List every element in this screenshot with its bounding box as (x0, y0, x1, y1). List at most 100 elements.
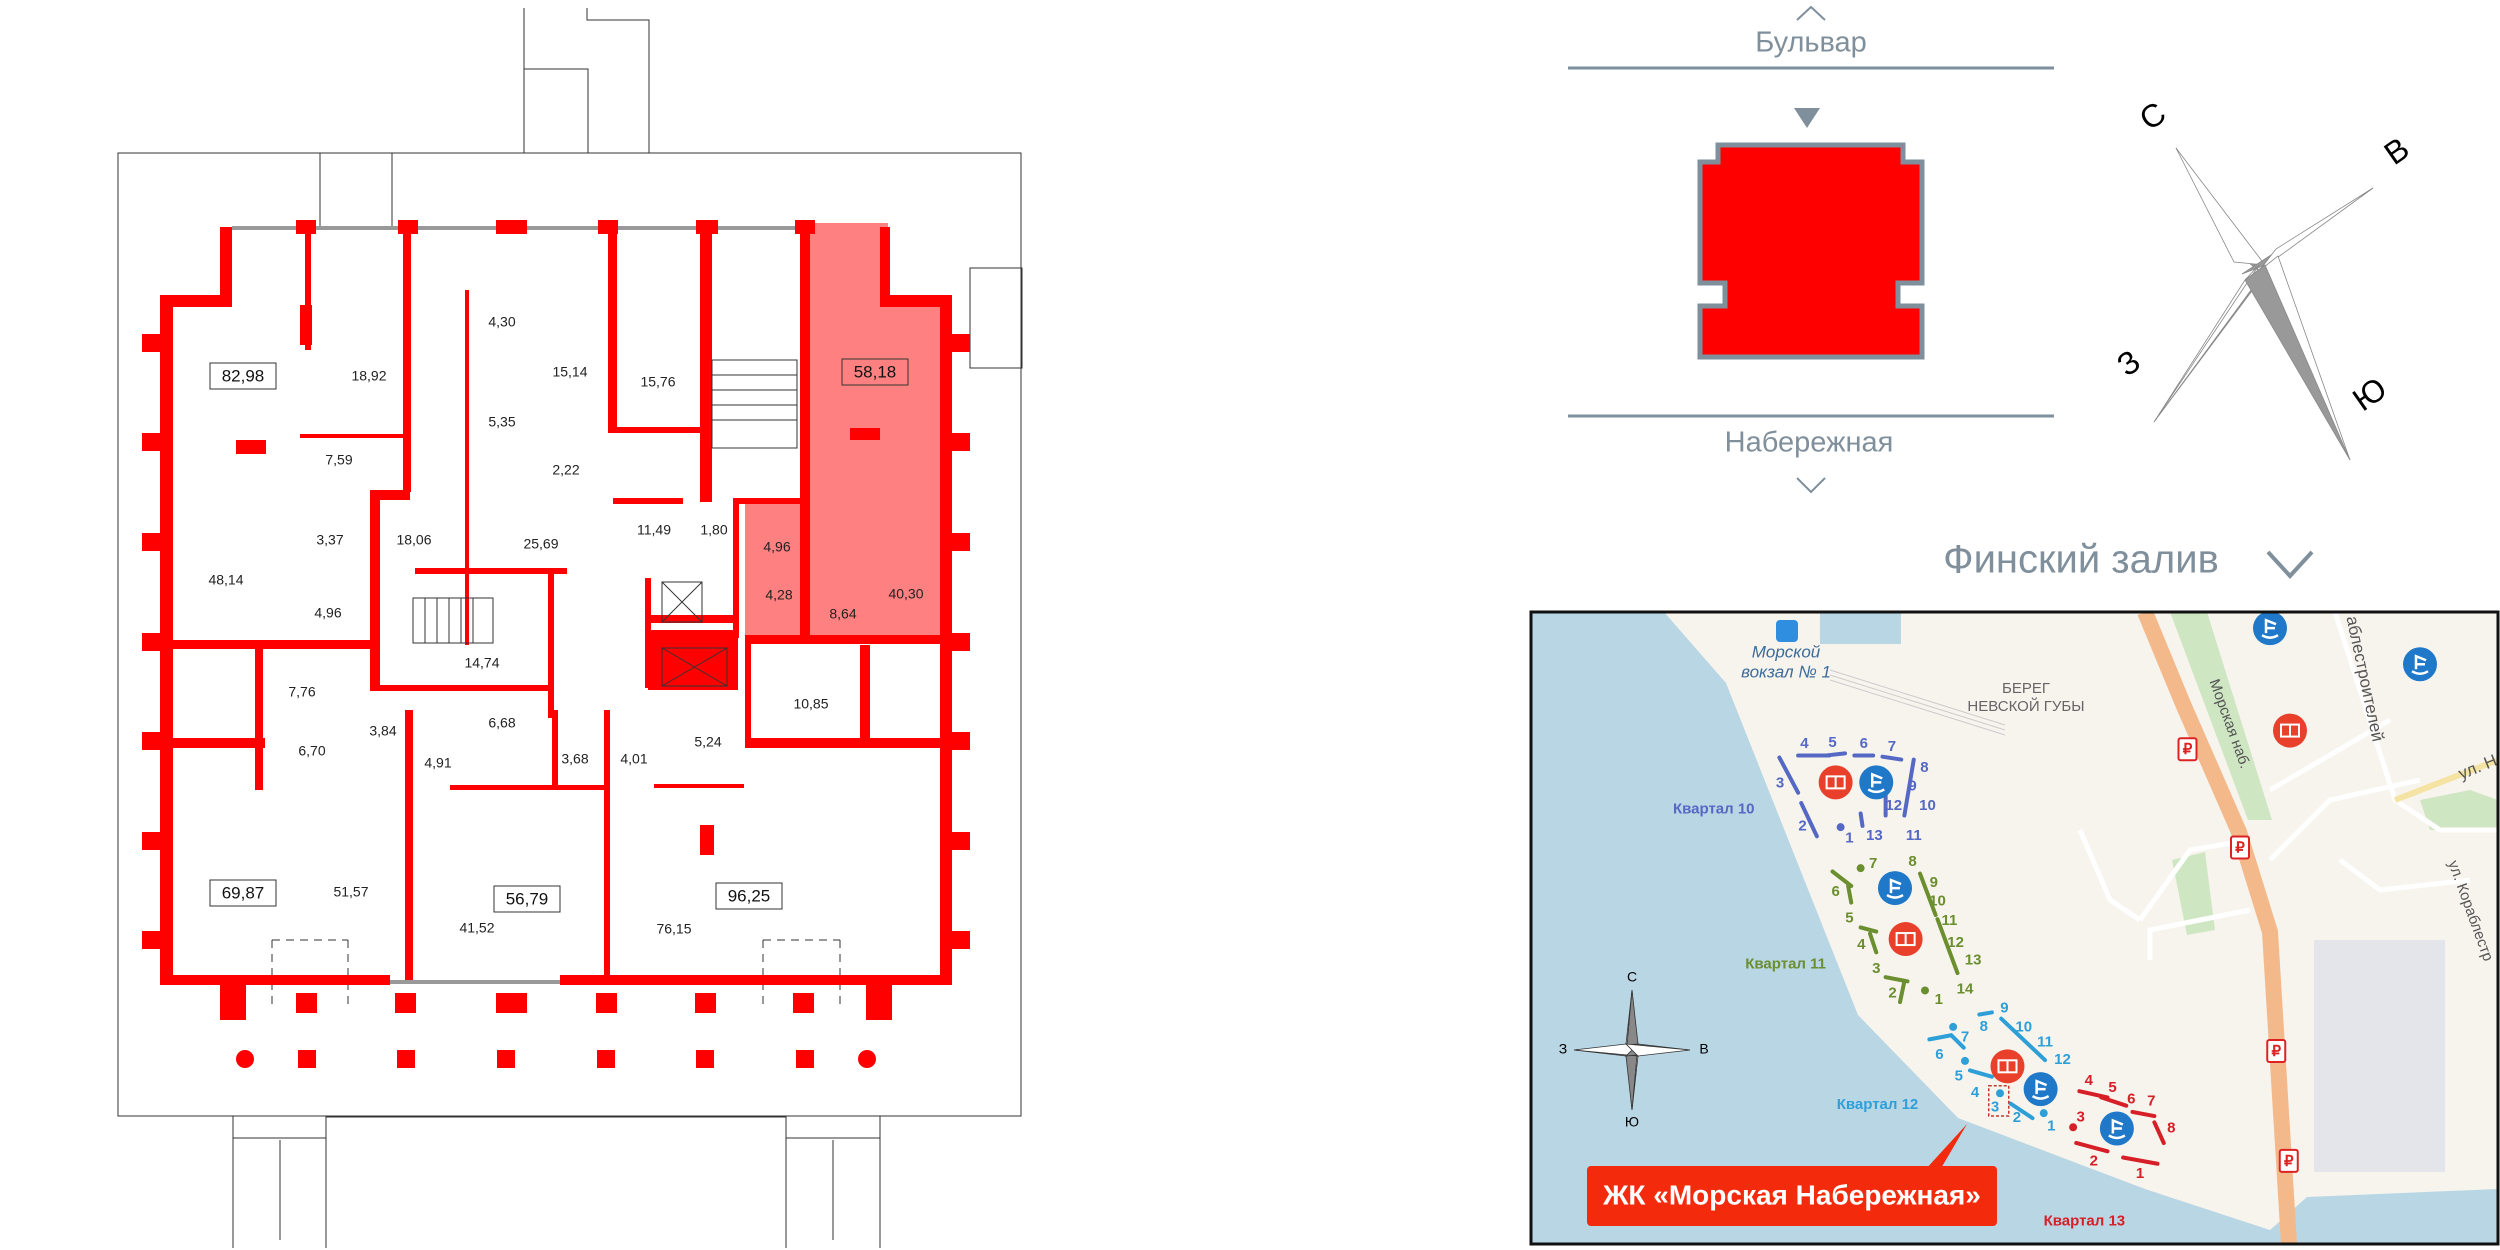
building-dot (1836, 823, 1845, 832)
building-stroke (1898, 979, 1907, 1005)
room-area: 41,52 (459, 920, 494, 936)
kindergarten-icon (1859, 765, 1894, 800)
room-area: 76,15 (656, 921, 691, 937)
map-compass-west: З (1559, 1041, 1567, 1057)
up-caret-icon (1796, 5, 1826, 21)
room-area: 4,28 (765, 587, 792, 603)
stairs-and-lifts (412, 359, 798, 687)
port-label: вокзал № 1 (1741, 662, 1831, 681)
building-number: 8 (1980, 1018, 1988, 1035)
room-area: 4,96 (314, 605, 341, 621)
room-area: 4,96 (763, 539, 790, 555)
building-stroke (2099, 1095, 2129, 1108)
building-number: 1 (1935, 991, 1943, 1008)
room-area: 6,68 (488, 715, 515, 731)
area-box (841, 358, 909, 386)
building-dot (2039, 1109, 2048, 1118)
building-number: 13 (1965, 952, 1982, 969)
room-area: 4,01 (620, 751, 647, 767)
top-street-label: Бульвар (1755, 27, 1867, 59)
park (2172, 852, 2215, 935)
building-number: 6 (1935, 1046, 1943, 1063)
room-area: 18,92 (351, 368, 386, 384)
callout-pointer (1925, 1124, 1967, 1170)
building-stroke (2121, 1155, 2160, 1166)
building-number: 5 (1955, 1068, 1963, 1085)
building-number: 11 (1906, 827, 1922, 844)
building-footprint[interactable] (1697, 142, 1925, 360)
building-number: 2 (1798, 818, 1806, 835)
building-number: 9 (2000, 999, 2008, 1016)
kindergarten-icon (1878, 871, 1912, 906)
compass-south-label: Ю (2346, 370, 2393, 418)
building-stroke (1858, 811, 1865, 828)
building-stroke (1858, 925, 1879, 934)
building-number: 4 (1971, 1084, 1980, 1101)
quarter-label[interactable]: Квартал 11 (1745, 956, 1826, 973)
area-box (493, 885, 561, 913)
room-area-boxed: 96,25 (728, 886, 771, 905)
building-number: 4 (1857, 936, 1866, 953)
map-compass-north: С (1627, 969, 1637, 985)
park (2170, 612, 2272, 820)
building-stroke (1977, 1010, 1994, 1017)
location-map[interactable]: Морской вокзал № 1 БЕРЕГ НЕВСКОЙ ГУБЫ Мо… (1529, 610, 2500, 1246)
quarter-label[interactable]: Квартал 13 (2044, 1213, 2126, 1230)
quarter-label[interactable]: Квартал 12 (1837, 1096, 1919, 1113)
compass-north-label: С (2133, 95, 2173, 138)
building-stroke (2074, 1140, 2110, 1154)
compass-east-label: В (2377, 130, 2415, 172)
building-stroke (1918, 871, 1938, 918)
district-label: БЕРЕГ (2002, 680, 2050, 697)
callout-box (1587, 1166, 1997, 1226)
room-area: 6,70 (298, 743, 325, 759)
ruble-symbol: ₽ (2235, 839, 2245, 856)
chevron-down-icon[interactable] (2266, 550, 2314, 579)
building-number: 8 (1920, 759, 1928, 776)
building-stroke (1846, 884, 1854, 905)
area-box (209, 362, 277, 390)
building-dot (1996, 1089, 2004, 1098)
room-area: 2,22 (552, 462, 579, 478)
school-icon (1990, 1049, 2025, 1084)
entrance-triangle-icon (1794, 108, 1820, 128)
atm-icon: ₽ (2266, 1038, 2287, 1063)
building-number: 11 (2037, 1034, 2053, 1051)
building-number: 10 (1929, 893, 1946, 910)
building-number: 7 (1961, 1028, 1969, 1045)
quarter-label[interactable]: Квартал 10 (1673, 800, 1755, 817)
kindergarten-icon (2099, 1111, 2134, 1146)
building-number: 9 (1908, 777, 1916, 794)
building-stroke (1777, 755, 1801, 795)
room-area: 4,30 (488, 314, 515, 330)
building-number: 7 (2147, 1093, 2155, 1110)
selected-unit[interactable] (745, 223, 948, 640)
kindergarten-icon (2023, 1072, 2058, 1107)
building-number: 3 (1872, 960, 1880, 977)
room-area: 25,69 (523, 536, 558, 552)
room-area: 51,57 (333, 884, 368, 900)
building-number: 10 (2015, 1019, 2032, 1036)
building-number: 3 (1991, 1099, 1999, 1116)
pier-lines (1829, 669, 2006, 736)
building-number: 9 (1930, 874, 1938, 891)
room-area: 7,59 (325, 452, 352, 468)
building-number: 12 (2054, 1051, 2071, 1068)
building-stroke (1799, 801, 1819, 839)
floor-plan: 82,9858,1869,8756,7996,2518,924,3015,141… (117, 8, 1023, 1248)
ruble-symbol: ₽ (2183, 741, 2193, 758)
ruble-symbol: ₽ (2284, 1153, 2294, 1170)
room-area: 14,74 (464, 655, 499, 671)
room-area: 15,76 (640, 374, 675, 390)
building-number: 1 (2047, 1117, 2055, 1134)
room-area: 4,91 (424, 755, 451, 771)
room-area: 11,49 (637, 522, 671, 538)
district-label: НЕВСКОЙ ГУБЫ (1967, 697, 2084, 715)
building-number: 4 (2085, 1072, 2094, 1089)
building-number: 2 (2013, 1109, 2021, 1126)
down-caret-icon (1796, 477, 1826, 494)
port-label: Морской (1752, 642, 1821, 661)
